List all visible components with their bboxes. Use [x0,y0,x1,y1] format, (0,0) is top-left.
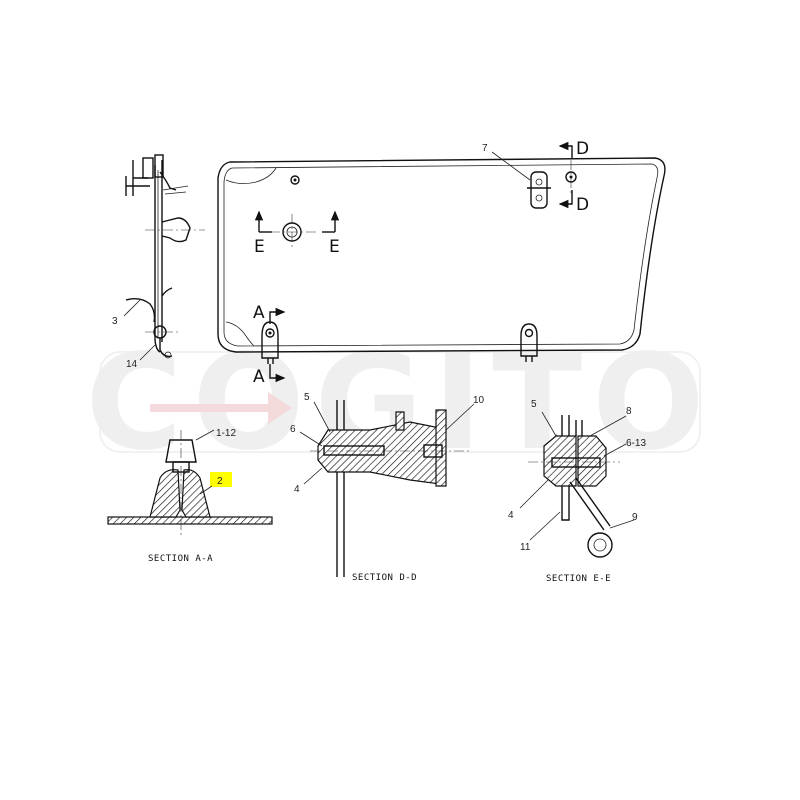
caption-section-d-d: SECTION D-D [352,573,417,583]
callout-6-dd: 6 [290,424,296,435]
caption-section-a-a: SECTION A-A [148,554,213,564]
callout-7: 7 [482,143,488,154]
callout-4-dd: 4 [294,484,300,495]
section-mark-e-right: E [329,237,340,257]
section-a-a: 1-12 2 SECTION A-A [107,428,273,564]
callout-5-ee: 5 [531,399,537,410]
callout-3: 3 [112,316,118,327]
side-view: 3 14 [112,154,205,370]
callout-5-dd: 5 [304,392,310,403]
section-e-e: 5 8 6-13 4 9 11 SECTION E-E [508,399,646,584]
callout-11: 11 [520,542,531,553]
callout-8: 8 [626,406,632,417]
callout-2-highlight [210,472,232,487]
section-mark-d-top: D [576,139,589,159]
callout-14: 14 [126,359,138,370]
section-d-d: 5 6 4 10 SECTION D-D [290,392,485,583]
callout-1-12: 1-12 [216,428,236,439]
caption-section-e-e: SECTION E-E [546,574,611,584]
section-mark-d-bottom: D [576,195,589,215]
section-mark-e-left: E [254,237,265,257]
callout-2: 2 [217,476,223,487]
callout-4-ee: 4 [508,510,514,521]
section-mark-a-bottom: A [253,367,265,387]
callout-9: 9 [632,512,638,523]
section-mark-a-top: A [253,303,265,323]
callout-6-13: 6-13 [626,438,646,449]
callout-10: 10 [473,395,485,406]
panel-front-view: E E D D 7 A A [217,139,666,387]
